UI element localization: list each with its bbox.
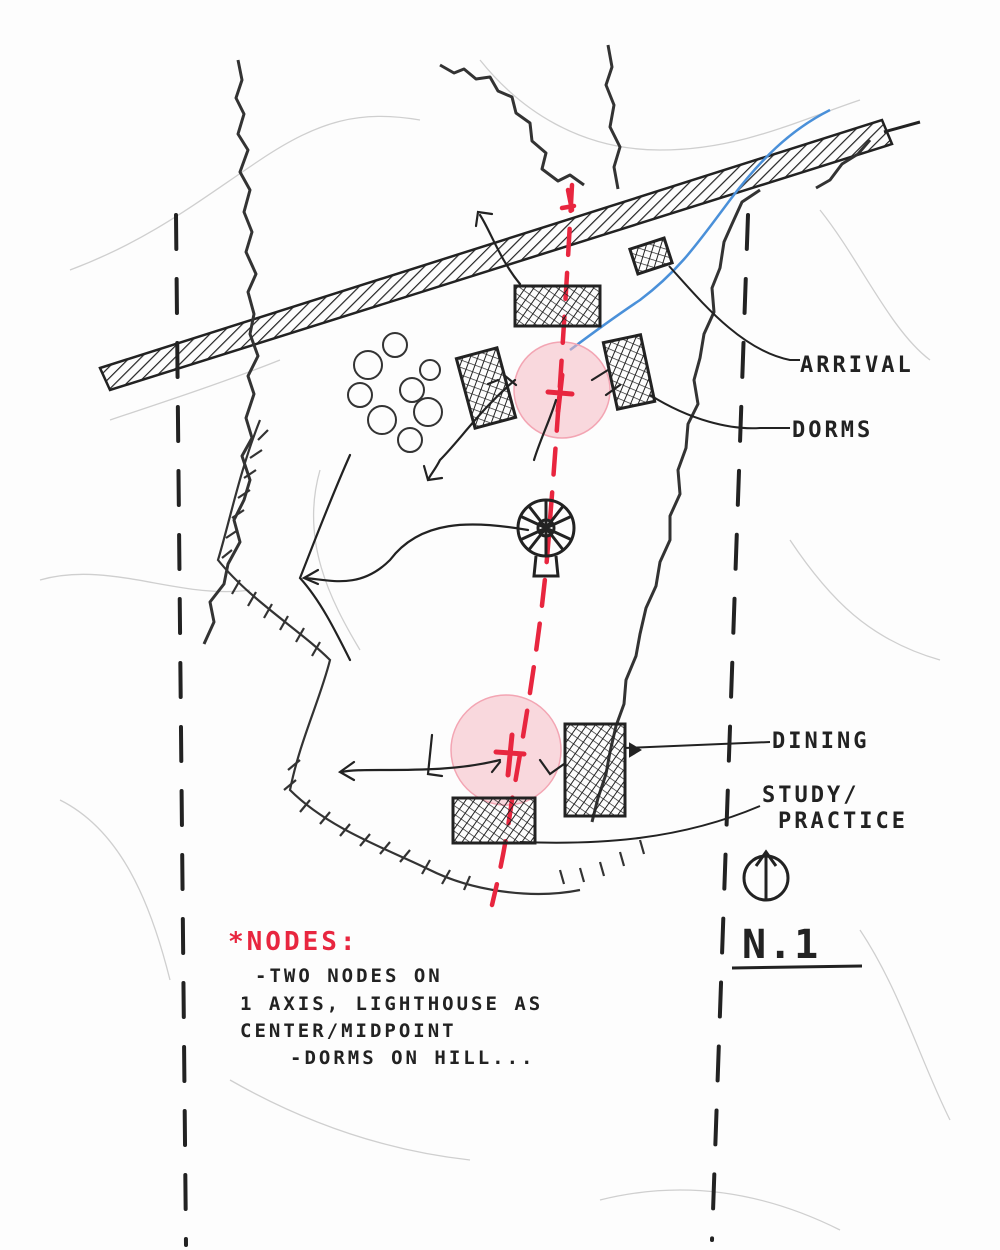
boundary-dashed-lines	[174, 213, 750, 1247]
label-dining: DINING	[772, 729, 869, 754]
dining-building	[563, 722, 627, 818]
label-dorms: DORMS	[792, 418, 873, 443]
leader-lines	[519, 265, 800, 844]
pencil-contours	[39, 59, 951, 1231]
label-study: STUDY/	[762, 783, 859, 808]
lighthouse-icon	[516, 498, 576, 578]
small-gatehouse	[627, 236, 675, 276]
dorm-west	[454, 345, 518, 431]
notes-title: *NODES:	[228, 927, 359, 957]
tree-cluster	[347, 332, 443, 453]
circulation-arrows	[298, 210, 622, 782]
dorm-east	[601, 333, 657, 411]
note-line-1: -TWO NODES ON	[255, 965, 443, 987]
label-arrival: ARRIVAL	[800, 353, 914, 378]
red-axis	[489, 182, 577, 908]
ridge-lines	[202, 44, 872, 823]
arrival-building	[513, 284, 602, 328]
study-practice-building	[451, 796, 537, 845]
note-line-4: -DORMS ON HILL...	[290, 1047, 535, 1069]
stream-line	[569, 108, 831, 352]
buildings	[451, 236, 675, 845]
label-practice: PRACTICE	[778, 809, 908, 834]
sheet-id-underline	[731, 964, 863, 970]
note-line-3: CENTER/MIDPOINT	[240, 1020, 457, 1042]
lower-node-circle	[450, 694, 562, 806]
sheet-id: N.1	[742, 922, 820, 968]
hatched-slope	[216, 419, 646, 895]
note-line-2: 1 AXIS, LIGHTHOUSE AS	[240, 993, 543, 1015]
north-arrow-icon	[742, 849, 790, 902]
hatched-road	[98, 118, 921, 392]
